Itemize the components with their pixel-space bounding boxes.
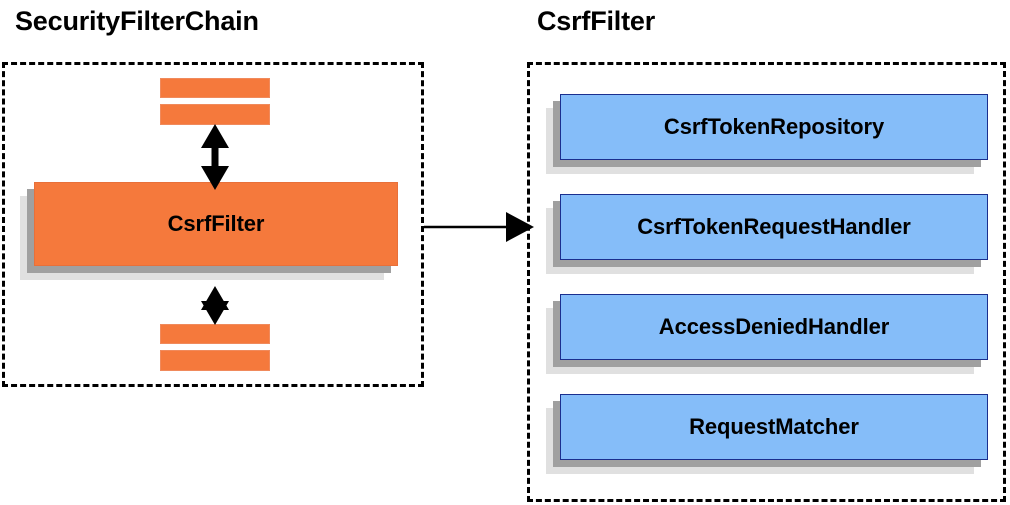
node-csrf-token-repository[interactable]: CsrfTokenRepository [546,94,988,174]
filter-slab-top-2 [160,104,270,125]
node-label: RequestMatcher [560,394,988,460]
csrf-filter-container [527,62,1006,502]
panel-title-csrf-filter: CsrfFilter [537,6,656,36]
node-label: CsrfTokenRequestHandler [560,194,988,260]
node-request-matcher[interactable]: RequestMatcher [546,394,988,474]
node-label: AccessDeniedHandler [560,294,988,360]
filter-slab-top-1 [160,78,270,98]
node-label: CsrfFilter [34,182,398,266]
node-label: CsrfTokenRepository [560,94,988,160]
filter-slab-bottom-1 [160,324,270,344]
left-to-right-connector [424,212,534,242]
node-csrf-token-request-handler[interactable]: CsrfTokenRequestHandler [546,194,988,274]
node-csrf-filter[interactable]: CsrfFilter [20,182,398,280]
filter-slab-bottom-2 [160,350,270,371]
security-filter-chain-container [2,62,424,387]
node-access-denied-handler[interactable]: AccessDeniedHandler [546,294,988,374]
panel-title-security-filter-chain: SecurityFilterChain [15,6,259,36]
